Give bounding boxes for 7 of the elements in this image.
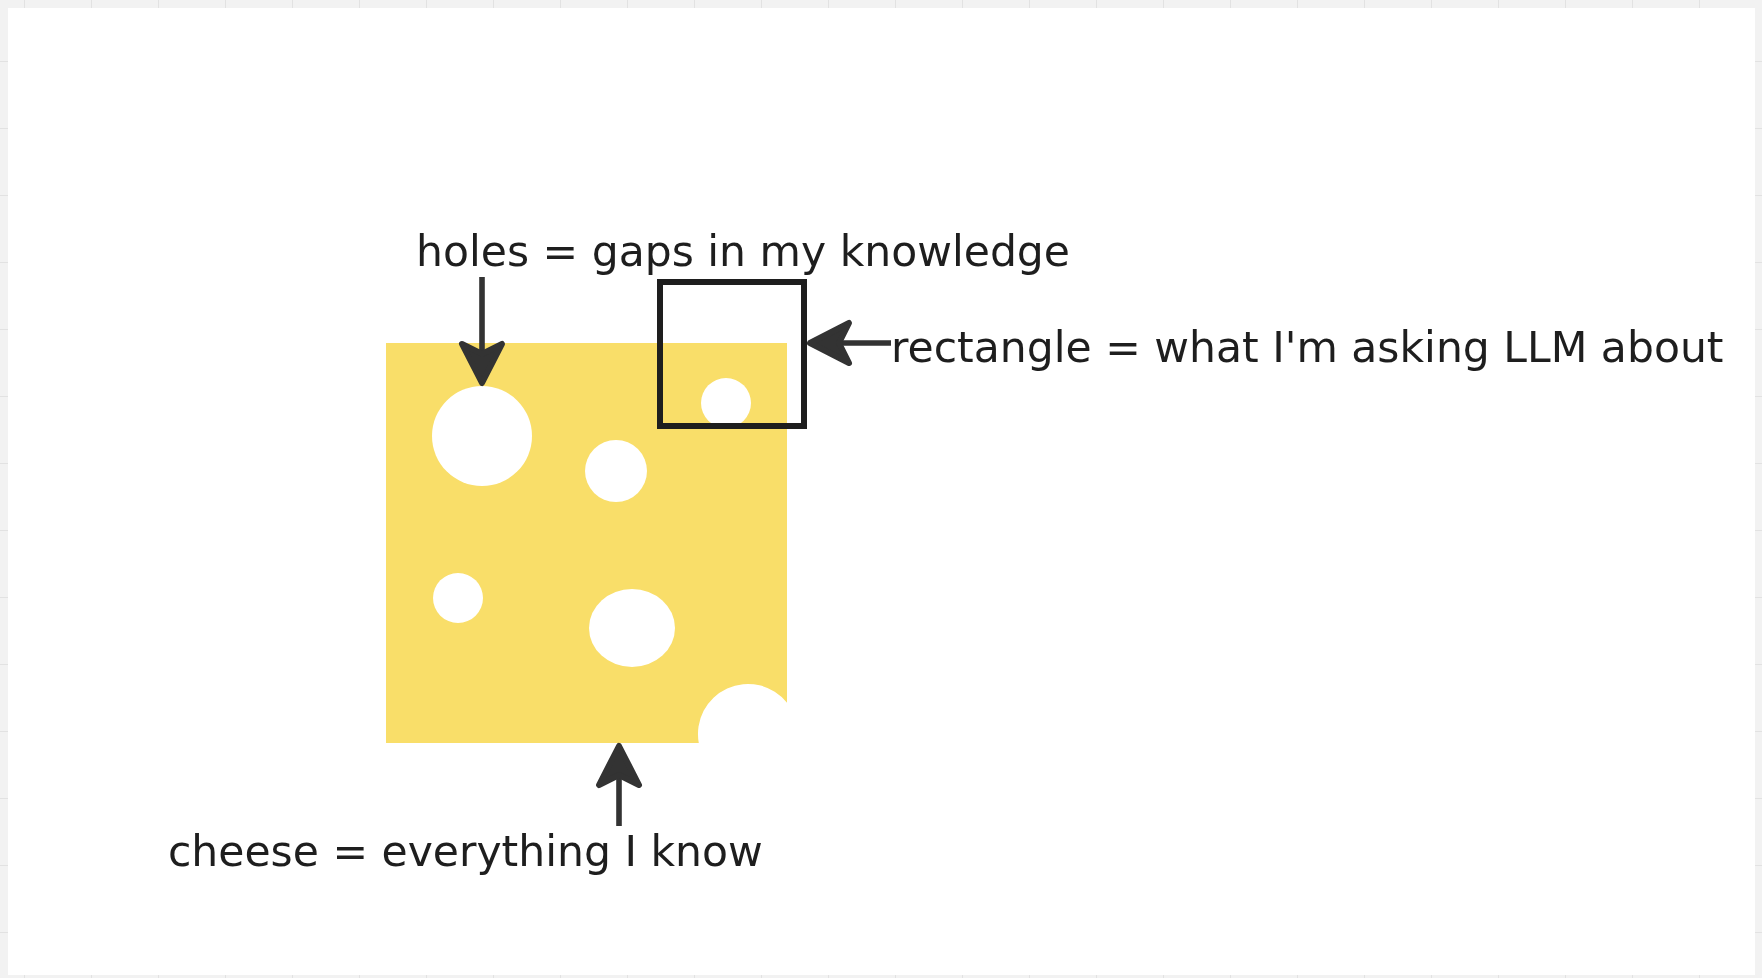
- arrow: [596, 743, 642, 826]
- annotation-label: rectangle = what I'm asking LLM about: [891, 322, 1724, 373]
- arrow: [807, 320, 891, 366]
- annotation-label: holes = gaps in my knowledge: [416, 226, 1070, 277]
- annotation-label: cheese = everything I know: [168, 826, 763, 877]
- rectangle-outline: [657, 279, 807, 429]
- arrow: [459, 277, 505, 386]
